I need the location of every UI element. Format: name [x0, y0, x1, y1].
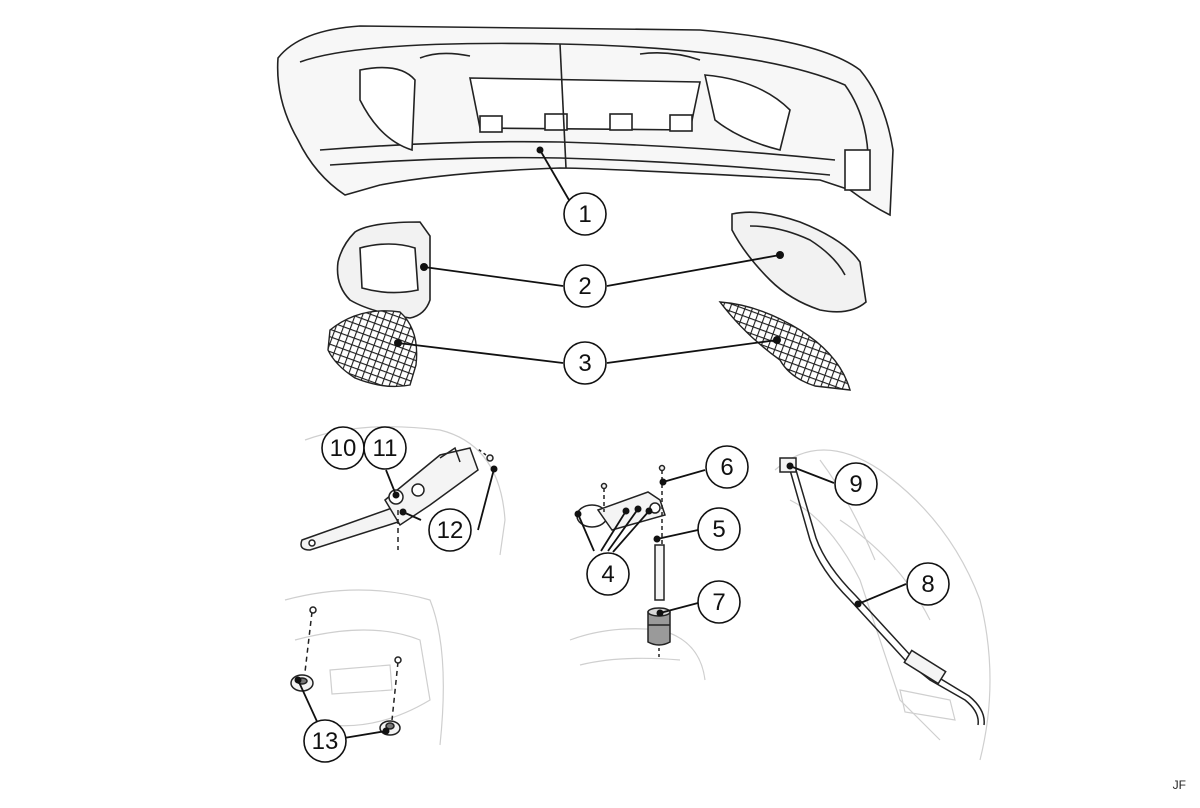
hood-bumper-stops: [290, 606, 402, 736]
support-rod: [654, 544, 665, 601]
svg-text:3: 3: [578, 350, 591, 377]
callout-6: 6: [705, 445, 749, 489]
hood-inner-panel: [276, 25, 894, 217]
svg-text:9: 9: [849, 471, 862, 498]
author-initials: JF: [1172, 778, 1186, 792]
callout-11: 11: [363, 426, 407, 470]
hood-release-cable: [779, 457, 985, 726]
svg-text:5: 5: [712, 516, 725, 543]
side-panel-left: [336, 221, 431, 319]
svg-text:4: 4: [601, 561, 614, 588]
svg-text:13: 13: [312, 728, 339, 755]
callout-3: 3: [563, 341, 607, 385]
leader-dots: [294, 146, 862, 735]
callout-13: 13: [303, 719, 347, 763]
hood-hinge: [300, 446, 494, 551]
svg-text:6: 6: [720, 454, 733, 481]
svg-text:1: 1: [578, 201, 591, 228]
callout-5: 5: [697, 507, 741, 551]
callout-12: 12: [428, 508, 472, 552]
callout-9: 9: [834, 462, 878, 506]
callout-2: 2: [563, 264, 607, 308]
svg-text:10: 10: [330, 435, 357, 462]
insulation-pad-right: [718, 301, 851, 391]
svg-text:12: 12: [437, 517, 464, 544]
insulation-pad-left: [327, 310, 418, 388]
svg-text:11: 11: [373, 435, 398, 462]
svg-text:7: 7: [712, 589, 725, 616]
callout-1: 1: [563, 192, 607, 236]
callout-10: 10: [321, 426, 365, 470]
callout-8: 8: [906, 562, 950, 606]
side-panel-right: [731, 211, 867, 313]
ghost-vehicle-body: [284, 426, 991, 761]
svg-text:8: 8: [921, 571, 934, 598]
leader-lines: [297, 149, 907, 739]
callout-4: 4: [586, 552, 630, 596]
callout-7: 7: [697, 580, 741, 624]
svg-text:2: 2: [578, 273, 591, 300]
